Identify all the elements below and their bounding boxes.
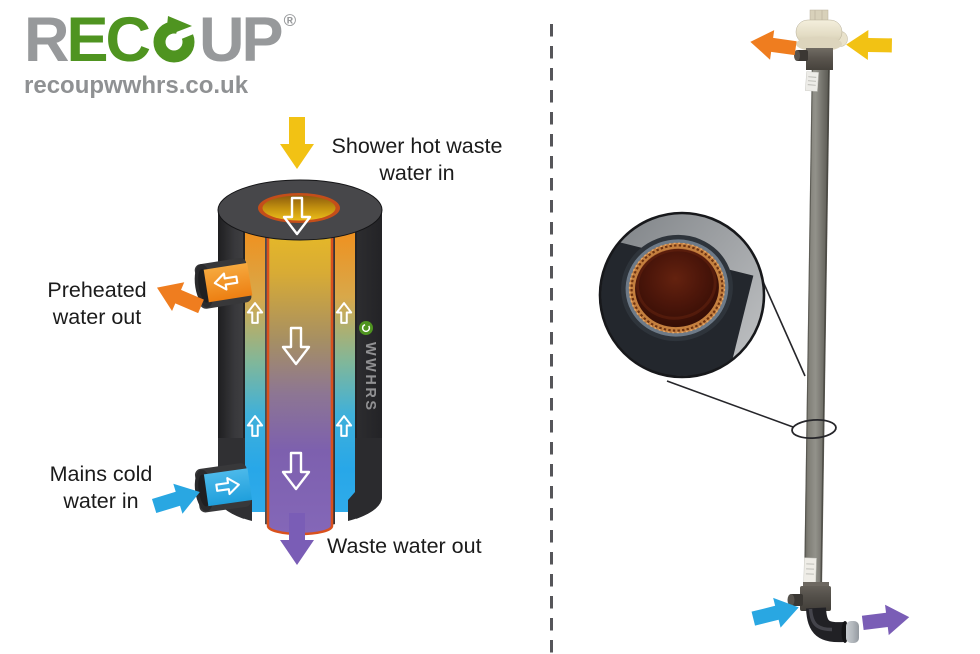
label-preheated-water-out: Preheated water out: [47, 278, 147, 329]
top-sleeve: [806, 48, 833, 70]
product-photo: [598, 9, 912, 643]
photo-waste-out-arrow: [860, 601, 912, 639]
elbow-end-cap: [846, 621, 859, 643]
sticker-bottom: [803, 557, 817, 586]
shell-leg-right: [348, 438, 382, 521]
photo-preheated-out-arrow: [748, 27, 798, 63]
bottom-fitting: [787, 582, 859, 643]
label-waste-water-out: Waste water out: [327, 534, 482, 558]
magnifier-circle-border: [598, 211, 766, 379]
mains-inlet-port: [194, 463, 252, 513]
vessel-brand: WWHRS: [359, 321, 378, 413]
sticker-top: [805, 71, 819, 92]
top-fitting: [794, 9, 848, 70]
logo-letter-r: R: [24, 5, 69, 75]
logo-wordmark: R EC UP ®: [24, 5, 297, 75]
vessel-brand-text: WWHRS: [362, 342, 378, 413]
recycle-o-icon: [153, 14, 198, 63]
photo-waste-in-arrow: [845, 29, 893, 61]
label-mains-cold-water-in: Mains cold water in: [49, 462, 153, 513]
pipe-section-marker-ellipse: [791, 418, 837, 440]
pipe-interior: [635, 248, 719, 328]
logo-letters-ec: EC: [66, 5, 152, 75]
label-shower-hot-waste-in: Shower hot waste water in: [331, 134, 503, 185]
cross-section-magnifier: [598, 211, 766, 379]
magnifier-callout-line-2: [666, 380, 794, 428]
cold-channel-right: [335, 226, 355, 512]
recoup-logo: R EC UP ® recoupwwhrs.co.uk: [24, 5, 297, 100]
logo-url: recoupwwhrs.co.uk: [24, 72, 249, 99]
preheated-outlet-port: [194, 257, 253, 309]
logo-letters-up: UP: [199, 5, 284, 75]
recycle-badge-icon: [359, 321, 373, 335]
bottom-sleeve: [800, 586, 831, 611]
vessel-top-opening: [262, 195, 336, 221]
registered-trademark: ®: [283, 11, 297, 30]
fitting-flange: [796, 36, 842, 52]
shower-in-arrow: [280, 117, 314, 169]
heat-exchanger-cutaway: WWHRS: [149, 117, 383, 565]
